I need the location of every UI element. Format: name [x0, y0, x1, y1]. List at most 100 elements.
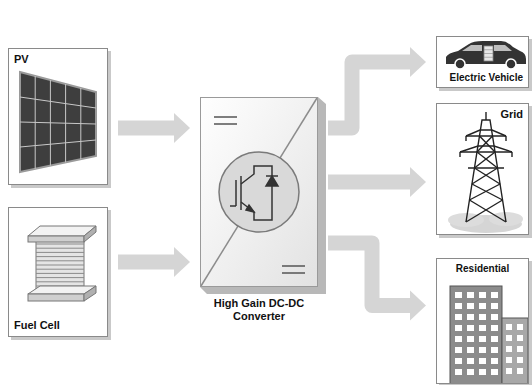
- pylon-icon-part: [460, 112, 512, 222]
- arrow-head: [410, 290, 426, 320]
- fuel-cell-stack-part-part: [36, 256, 84, 257]
- building-icon-part-part: [455, 347, 462, 353]
- building-icon-part-part: [479, 314, 486, 320]
- building-icon-part-part: [467, 358, 474, 364]
- pylon-icon-part-part: [466, 135, 506, 136]
- source-box: PV: [8, 48, 108, 185]
- building-icon-part-part: [506, 324, 512, 330]
- arrow-head: [174, 247, 190, 277]
- solar-panel: [20, 72, 96, 172]
- solar-panel-part-part: [20, 97, 96, 108]
- building-icon-part-part: [491, 336, 498, 342]
- fuel-cell-stack-part-part: [36, 252, 84, 253]
- car-icon-part: [455, 59, 465, 69]
- solar-panel-part: [20, 72, 96, 172]
- building-icon-part-part: [467, 347, 474, 353]
- car-icon-part: [484, 50, 493, 58]
- fuel-cell-stack-part-part: [36, 244, 84, 245]
- arrow-shaft: [328, 243, 411, 305]
- building-icon-part-part: [491, 314, 498, 320]
- solar-panel-part-part: [20, 122, 96, 124]
- converter-body-part: [282, 265, 305, 267]
- igbt-symbol-part: [241, 202, 272, 220]
- flow-arrow: [118, 247, 190, 277]
- converter-body-part: [200, 97, 326, 294]
- building-icon-part-part: [517, 357, 523, 363]
- converter-body-part: [201, 98, 317, 286]
- converter-body-part: [219, 152, 299, 232]
- building-icon-part-part: [491, 358, 498, 364]
- igbt-symbol-part: [241, 166, 272, 184]
- pylon-icon-part-part-part: [474, 168, 500, 184]
- arrow-shaft: [118, 254, 175, 269]
- solar-panel-part-part: [20, 140, 96, 147]
- pylon-icon-part-part-part: [479, 136, 495, 152]
- pylon-icon-part-part: [466, 120, 506, 222]
- building-icon-part-part: [455, 325, 462, 331]
- converter-body-part: [200, 97, 318, 287]
- building-icon-part-part: [467, 325, 474, 331]
- car-icon-part: [484, 46, 493, 61]
- converter-body-part: [214, 116, 237, 118]
- fuel-cell-stack-part-part: [36, 265, 84, 266]
- arrow-head: [174, 113, 190, 143]
- building-icon-part-part: [479, 336, 486, 342]
- node-label: Fuel Cell: [14, 319, 60, 332]
- building-icon-part-part: [467, 336, 474, 342]
- pylon-icon: [448, 112, 523, 233]
- arrow-shaft: [328, 174, 411, 189]
- converter-body-part: [282, 272, 305, 274]
- fuel-cell-stack-part: [84, 226, 96, 242]
- car-icon-part: [506, 59, 516, 69]
- car-icon-part-part: [484, 49, 493, 50]
- building-icon-part-part: [479, 292, 486, 298]
- building-icon-part-part: [517, 368, 523, 374]
- arrow-shaft: [328, 62, 411, 128]
- igbt-symbol-part: [246, 205, 254, 212]
- load-box: Grid: [436, 103, 529, 235]
- building-icon-part-part: [455, 336, 462, 342]
- car-icon: [446, 41, 526, 69]
- arrow-head: [410, 47, 426, 77]
- building-icon-part-part: [455, 303, 462, 309]
- igbt-symbol-part: [266, 176, 278, 186]
- building-icon-part: [502, 318, 528, 384]
- pylon-icon-part-part-part: [469, 184, 500, 200]
- building-icon-part: [450, 286, 502, 384]
- building-icon-part-part: [479, 325, 486, 331]
- building-icon-part-part: [491, 303, 498, 309]
- building-icon-part-part: [455, 292, 462, 298]
- pylon-icon-part-part: [460, 146, 512, 152]
- building-icon-part-part: [479, 358, 486, 364]
- fuel-cell-stack-part-part: [36, 277, 84, 278]
- building-icon: [450, 286, 528, 384]
- building-icon-part-part: [506, 368, 512, 374]
- arrow-head: [410, 167, 426, 197]
- building-icon-part-part: [491, 292, 498, 298]
- building-icon-part-part: [506, 335, 512, 341]
- building-icon-part-part: [506, 346, 512, 352]
- converter-body-part: [214, 123, 237, 125]
- fuel-cell-stack-part-part: [36, 260, 84, 261]
- flow-arrow: [328, 47, 426, 128]
- building-icon-part-part: [467, 292, 474, 298]
- building-icon-part-part: [479, 303, 486, 309]
- building-icon-part-part: [479, 347, 486, 353]
- fuel-cell-stack-part: [28, 294, 84, 301]
- pylon-icon-part-part: [468, 167, 504, 168]
- pylon-icon-part-part: [465, 136, 466, 141]
- load-box: Electric Vehicle: [436, 36, 529, 88]
- converter-box: High Gain DC-DC Converter: [200, 97, 318, 322]
- building-icon-part-part: [491, 325, 498, 331]
- building-icon-part-part: [455, 314, 462, 320]
- building-icon-part-part: [517, 335, 523, 341]
- converter-body: [200, 97, 326, 294]
- building-icon-part-part: [479, 369, 486, 375]
- igbt-symbol: [230, 166, 278, 220]
- pylon-icon-part-part: [466, 136, 506, 222]
- igbt-symbol-part: [271, 186, 273, 210]
- flow-arrow: [118, 113, 190, 143]
- fuel-cell-stack-part: [84, 286, 96, 301]
